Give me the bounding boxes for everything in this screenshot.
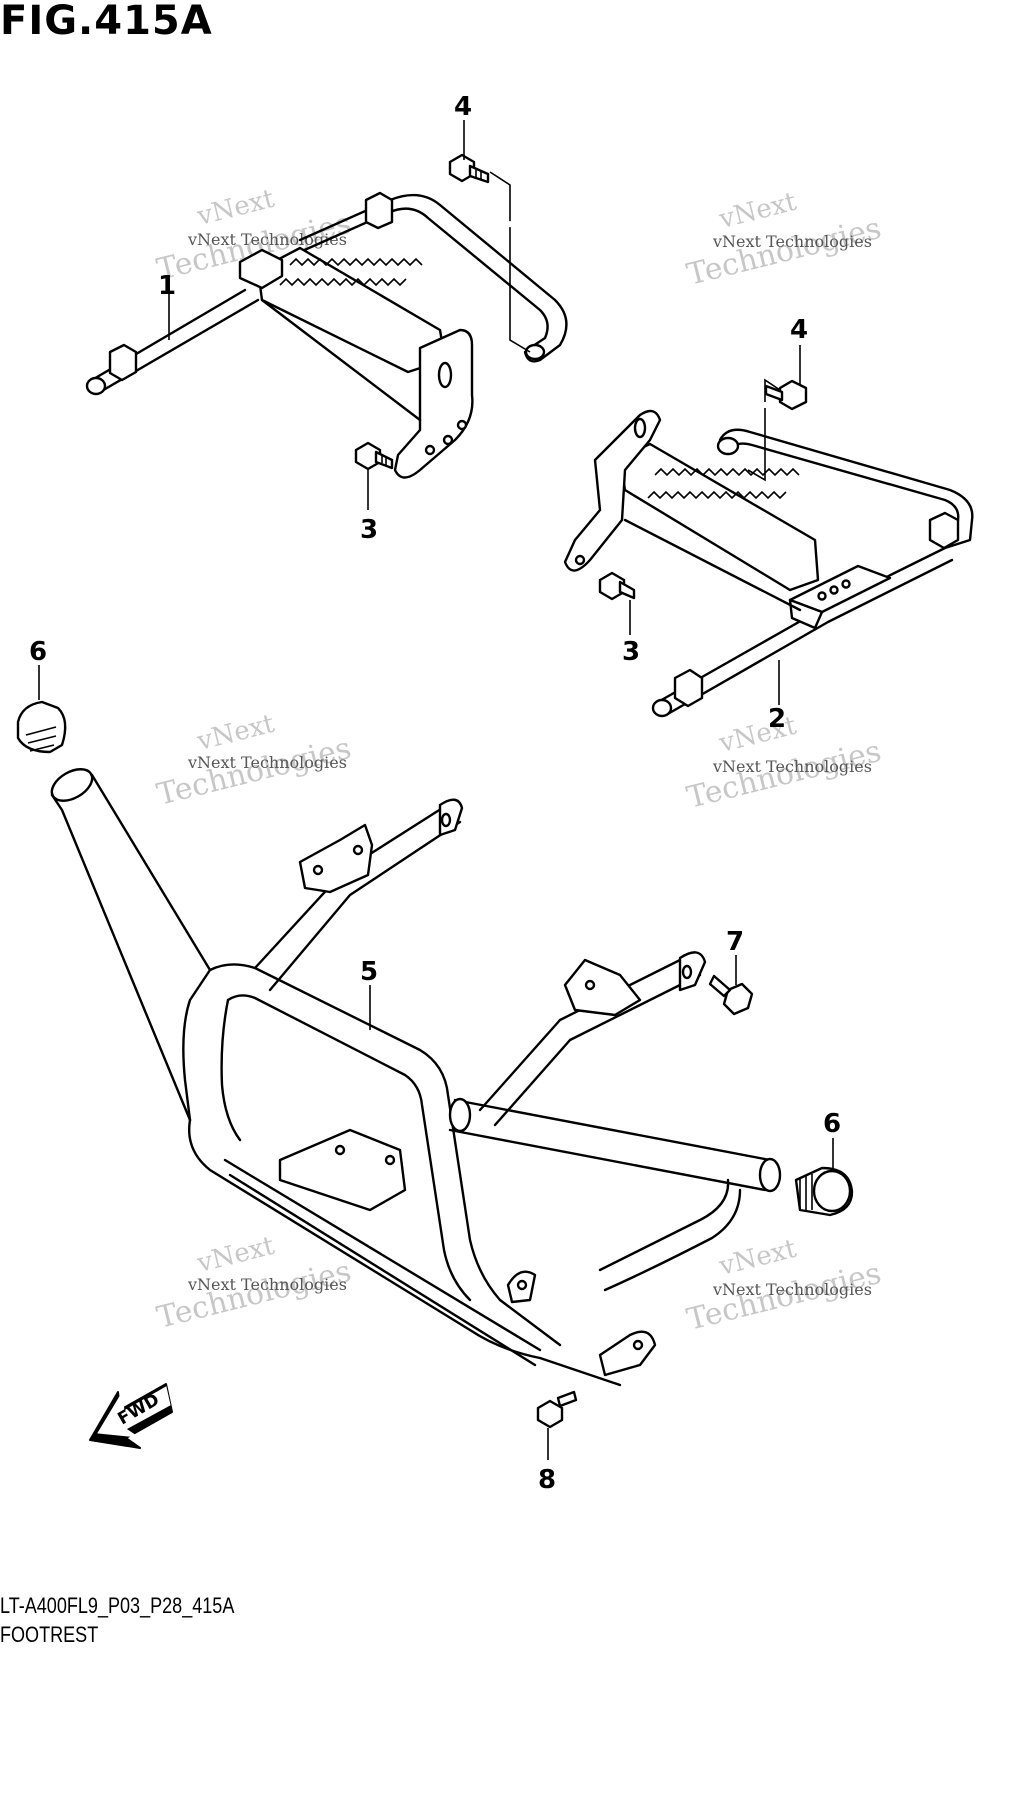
svg-text:vNext Technologies: vNext Technologies [187,230,347,249]
svg-text:vNext: vNext [193,709,277,757]
part-5-guard-frame [50,768,782,1387]
callout-6-lower: 6 [823,1109,841,1139]
part-4-bolt-upper [448,153,490,184]
svg-text:vNext Technologies: vNext Technologies [712,757,872,776]
svg-text:vNext Technologies: vNext Technologies [712,232,872,251]
drawing-code: LT-A400FL9_P03_P28_415A [0,1593,235,1618]
svg-text:vNext: vNext [715,711,799,759]
part-4-bolt-lower [764,379,808,411]
svg-text:vNext Technologies: vNext Technologies [712,1280,872,1299]
callout-1: 1 [158,271,176,301]
watermark-bottom-left: vNext Technologies vNext Technologies [153,1231,354,1336]
watermark-top-right: vNext Technologies vNext Technologies [683,187,884,293]
watermark-bottom-right: vNext Technologies vNext Technologies [683,1234,884,1338]
callout-5: 5 [360,957,378,987]
callout-7: 7 [726,927,744,957]
part-3-bolt-lower [598,571,636,601]
svg-text:vNext: vNext [715,1234,799,1282]
callout-3-lower: 3 [622,637,640,667]
callout-8: 8 [538,1465,556,1495]
svg-text:vNext: vNext [193,184,277,232]
part-3-bolt-upper [354,441,394,471]
svg-text:vNext Technologies: vNext Technologies [187,753,347,772]
part-6-plug-upper [16,700,67,754]
watermark-mid-left: vNext Technologies vNext Technologies [153,709,354,813]
part-8-bolt [536,1390,578,1429]
callout-3-upper: 3 [360,515,378,545]
svg-text:vNext Technologies: vNext Technologies [187,1275,347,1294]
callout-2: 2 [768,704,786,734]
callout-4-upper: 4 [454,92,472,122]
part-1-left-footrest [85,191,568,479]
section-name: FOOTREST [0,1622,99,1647]
callout-4-lower: 4 [790,315,808,345]
svg-text:Technologies: Technologies [683,211,884,293]
part-6-plug-lower [794,1166,854,1217]
svg-text:Technologies: Technologies [153,1254,354,1336]
svg-text:vNext: vNext [193,1231,277,1279]
leader-lines [38,120,834,1460]
part-2-right-footrest [563,409,974,718]
part-7-bolt [708,974,754,1016]
figure-title: FIG.415A [0,0,213,44]
callout-6-upper: 6 [29,637,47,667]
fwd-arrow-icon: FWD [89,1383,173,1449]
svg-text:vNext: vNext [715,187,799,235]
